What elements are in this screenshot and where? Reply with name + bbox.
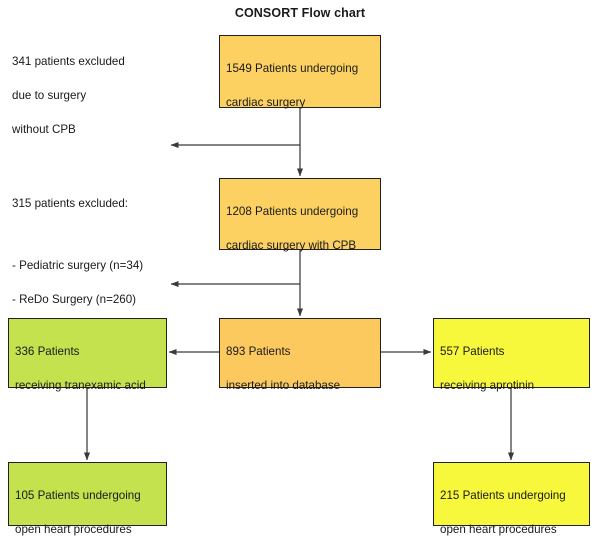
box-tranexamic-line-2: receiving tranexamic acid (15, 379, 146, 392)
box-open-heart-tranexamic: 105 Patients undergoing open heart proce… (8, 462, 167, 536)
exclusion-note-2-line-4: - ReDo Surgery (n=260) (12, 293, 137, 306)
box-database: 893 Patients inserted into database (219, 318, 381, 392)
box-open-heart-aprotinin-line-1: 215 Patients undergoing (440, 489, 566, 502)
box-with-cpb-line-2: cardiac surgery with CPB (226, 239, 357, 252)
box-tranexamic-line-1: 336 Patients (15, 345, 80, 358)
box-enrolled-total-line-2: cardiac surgery (226, 96, 306, 109)
box-open-heart-aprotinin: 215 Patients undergoing open heart proce… (433, 462, 590, 536)
box-aprotinin: 557 Patients receiving aprotinin (433, 318, 590, 392)
box-database-line-2: inserted into database (226, 379, 341, 392)
box-open-heart-aprotinin-line-2: open heart procedures (440, 523, 557, 536)
page-title: CONSORT Flow chart (234, 6, 366, 20)
box-enrolled-total: 1549 Patients undergoing cardiac surgery (219, 35, 381, 109)
exclusion-note-1-line-2: due to surgery (12, 89, 87, 102)
box-aprotinin-line-2: receiving aprotinin (440, 379, 535, 392)
box-database-line-1: 893 Patients (226, 345, 291, 358)
box-open-heart-tranexamic-line-2: open heart procedures (15, 523, 132, 536)
box-with-cpb: 1208 Patients undergoing cardiac surgery… (219, 178, 381, 252)
exclusion-note-1: 341 patients excluded due to surgery wit… (12, 36, 192, 155)
box-aprotinin-line-1: 557 Patients (440, 345, 505, 358)
box-open-heart-tranexamic-line-1: 105 Patients undergoing (15, 489, 141, 502)
exclusion-note-1-line-1: 341 patients excluded (12, 55, 125, 68)
exclusion-note-1-line-3: without CPB (12, 123, 76, 136)
box-with-cpb-line-1: 1208 Patients undergoing (226, 205, 359, 218)
exclusion-note-2-spacer (12, 229, 202, 240)
box-tranexamic: 336 Patients receiving tranexamic acid (8, 318, 167, 392)
exclusion-note-2-line-1: 315 patients excluded: (12, 197, 129, 210)
box-enrolled-total-line-1: 1549 Patients undergoing (226, 62, 359, 75)
exclusion-note-2-line-3: - Pediatric surgery (n=34) (12, 259, 144, 272)
